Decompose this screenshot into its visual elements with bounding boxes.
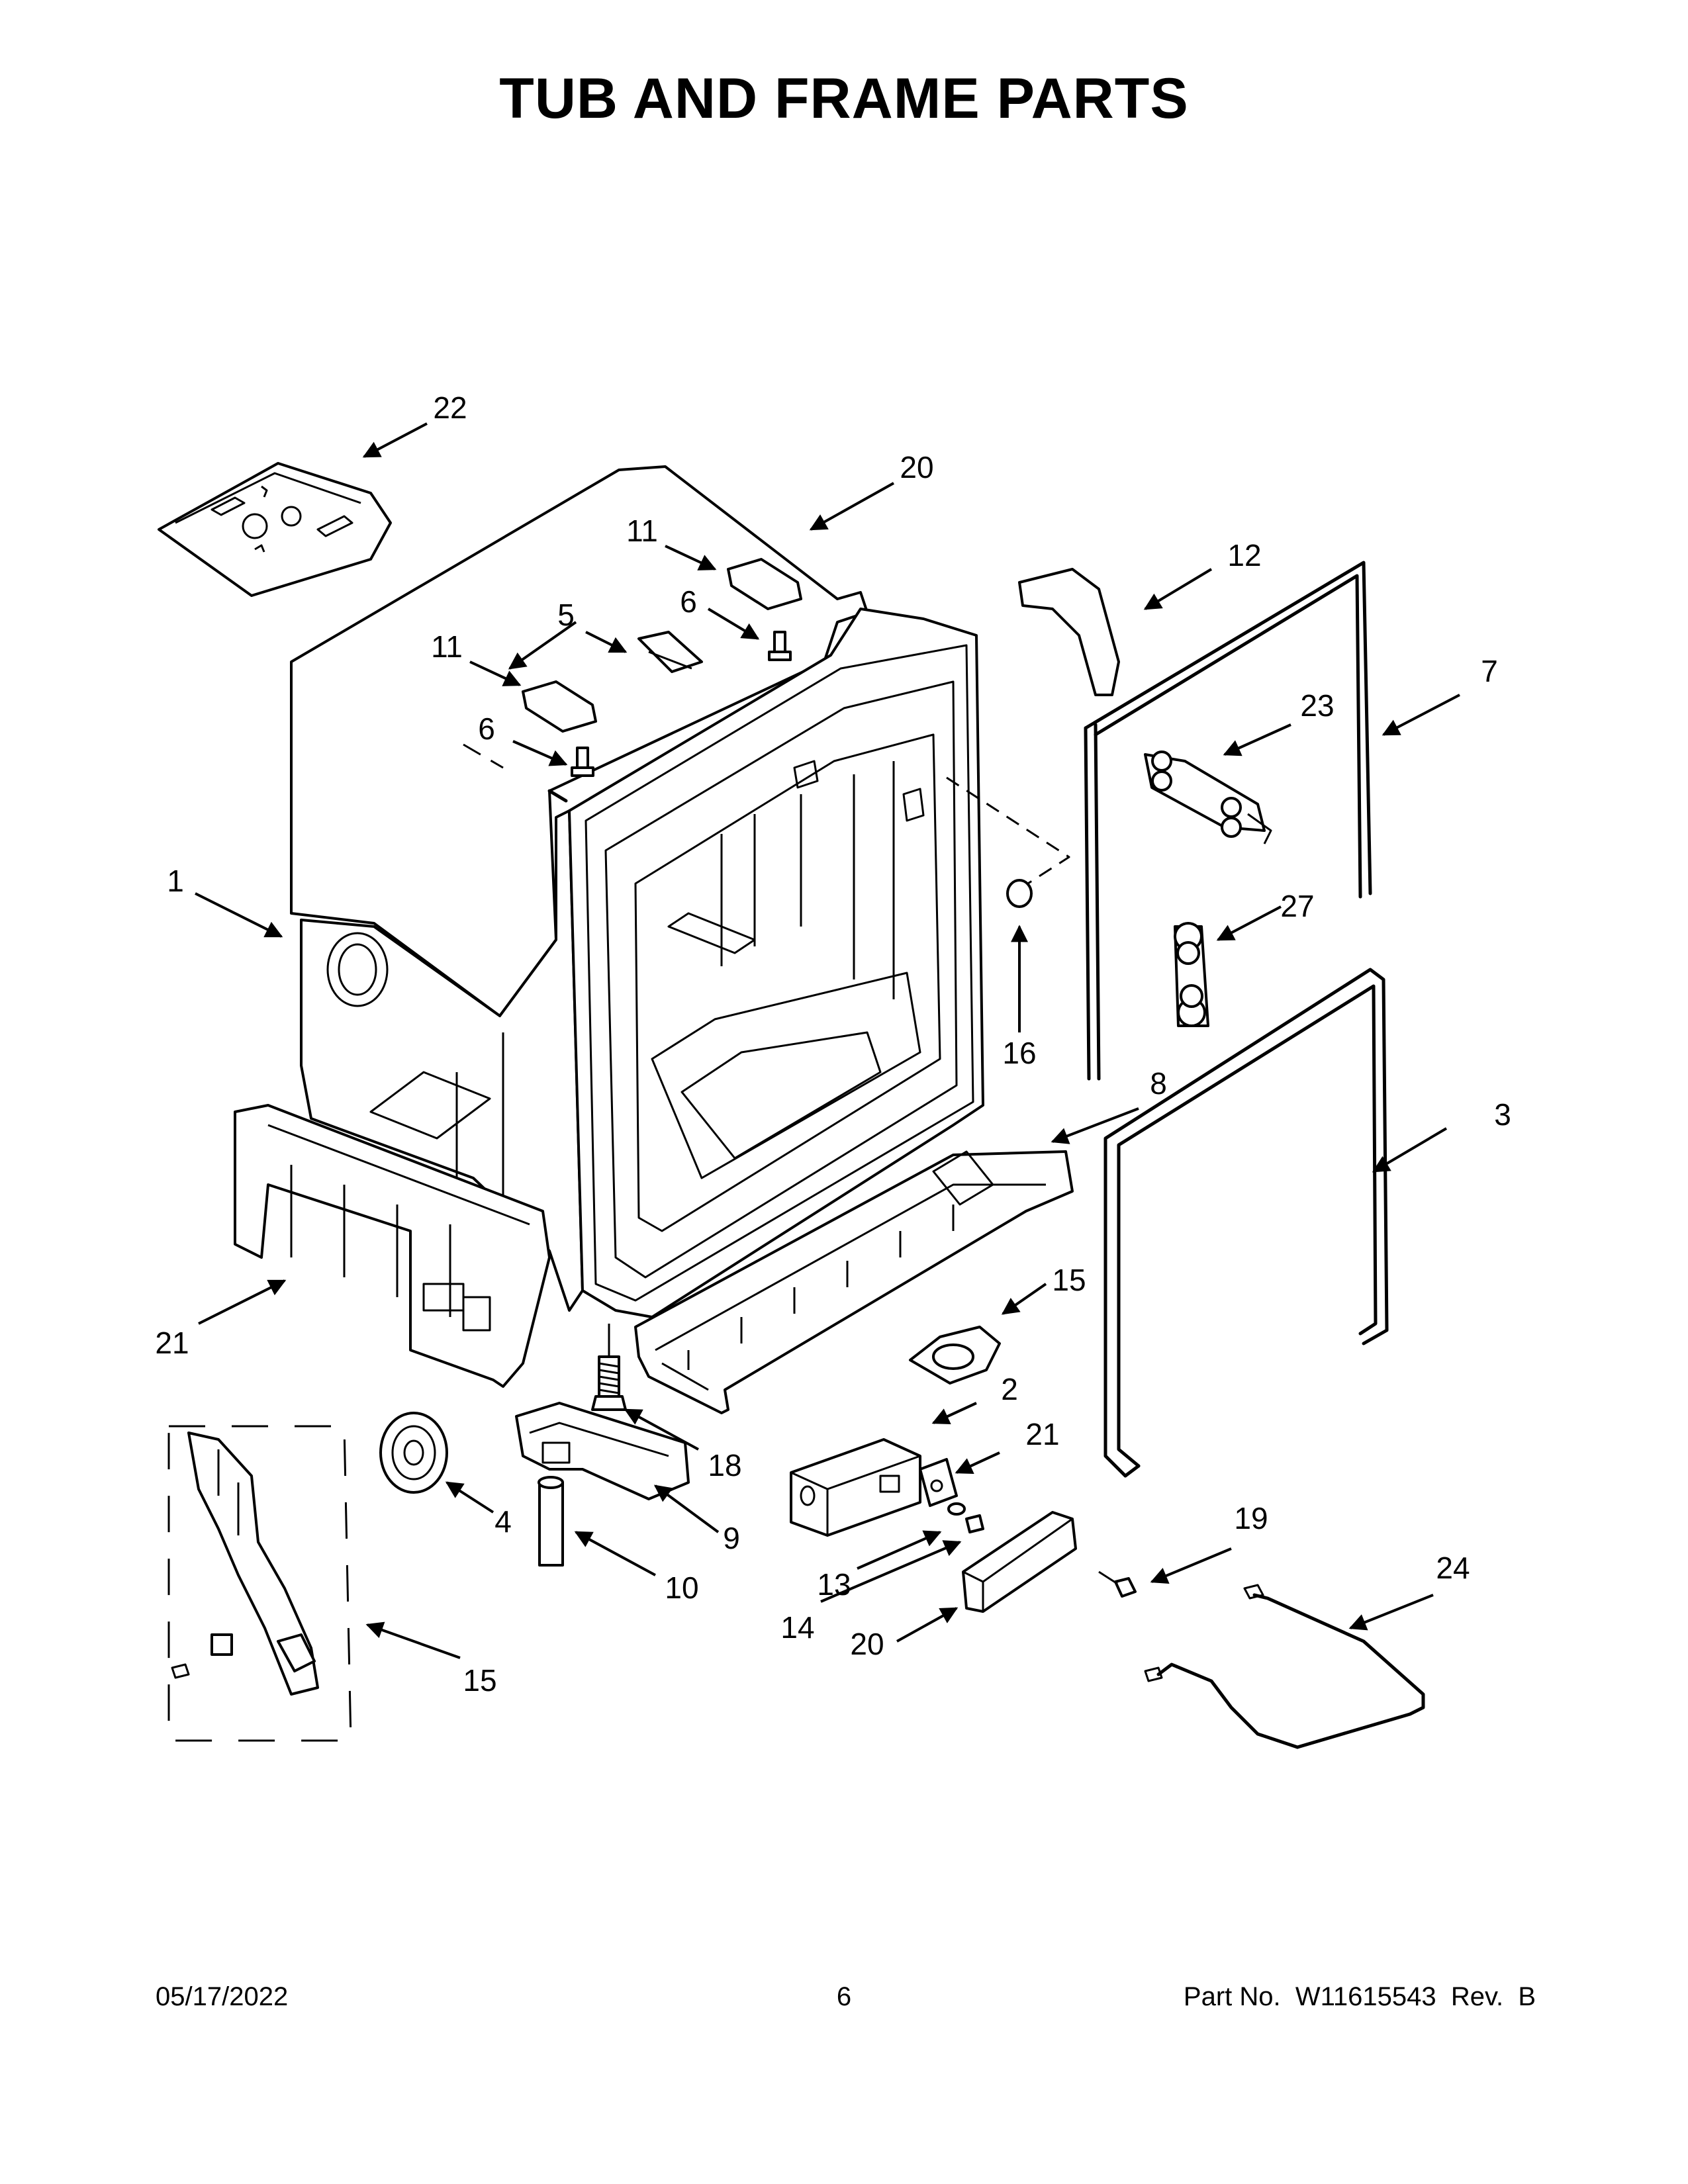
callout-5: 5 [557,598,575,632]
callout-7: 7 [1481,654,1498,688]
hardware-bag-part [158,462,392,597]
callout-13: 15 [1052,1263,1086,1297]
callout-18: 14 [780,1610,814,1645]
callout-6a: 6 [680,584,697,619]
callout-22: 20 [900,450,933,484]
tub-wrap-part [290,465,868,1017]
leveling-leg-part [591,1324,627,1411]
cover-box-part [962,1511,1077,1613]
bracket-box-part [790,1438,921,1537]
callout-6b: 6 [478,711,495,746]
hinge-arm-part [1018,568,1120,696]
callout-11b: 11 [431,629,463,664]
footer-part-number: Part No. W11615543 Rev. B [1183,1982,1536,2011]
hinge-assembly-part [1144,751,1272,844]
gear-part [379,1412,448,1494]
tub-gasket-part [1103,968,1389,1478]
callout-19: 19 [1234,1501,1268,1535]
callout-3: 3 [1494,1097,1511,1132]
page-title: TUB AND FRAME PARTS [499,67,1189,130]
callout-14: 16 [1002,1036,1036,1070]
plug-part [946,776,1070,908]
callout-12: 12 [1227,538,1261,572]
base-left-part [234,1104,551,1388]
callout-24: 22 [433,390,467,425]
callout-8: 8 [1150,1066,1167,1101]
callout-26: 24 [1436,1551,1470,1585]
callout-17: 13 [817,1567,851,1602]
callout-9: 9 [723,1521,740,1555]
switch-part [919,1458,958,1507]
base-frame-part [634,1150,1074,1414]
callout-15: 15 [463,1663,496,1698]
door-gasket-part [1084,561,1372,1081]
screw-part [1098,1570,1137,1598]
assembly-group-box [167,1425,352,1742]
footer-date: 05/17/2022 [156,1982,289,2011]
callout-25: 23 [1300,688,1334,723]
leg-bracket-part [515,1402,690,1500]
top-brackets-part [522,558,802,777]
callout-27: 27 [1280,889,1314,923]
callout-16: 18 [708,1448,741,1482]
callout-20: 20 [850,1627,884,1661]
callout-labels: 22 20 11 5 6 11 6 1 12 7 23 27 16 8 3 15… [155,390,1511,1698]
tub-frame-part [568,608,984,1318]
callout-10: 10 [665,1570,698,1605]
drain-guide-part [909,1326,1001,1385]
footer-page-number: 6 [836,1982,852,2011]
callout-21: 21 [155,1326,189,1360]
callout-leaders [195,422,1460,1659]
callout-1: 1 [167,864,184,898]
callout-11a: 11 [626,514,658,548]
callout-2: 2 [1001,1372,1018,1406]
callout-23: 21 [1025,1417,1059,1451]
tube-part [538,1476,564,1567]
screw-washer-part [947,1502,984,1533]
callout-4: 4 [494,1504,512,1539]
wire-harness-part [1144,1584,1425,1749]
roller-part [1174,922,1209,1027]
